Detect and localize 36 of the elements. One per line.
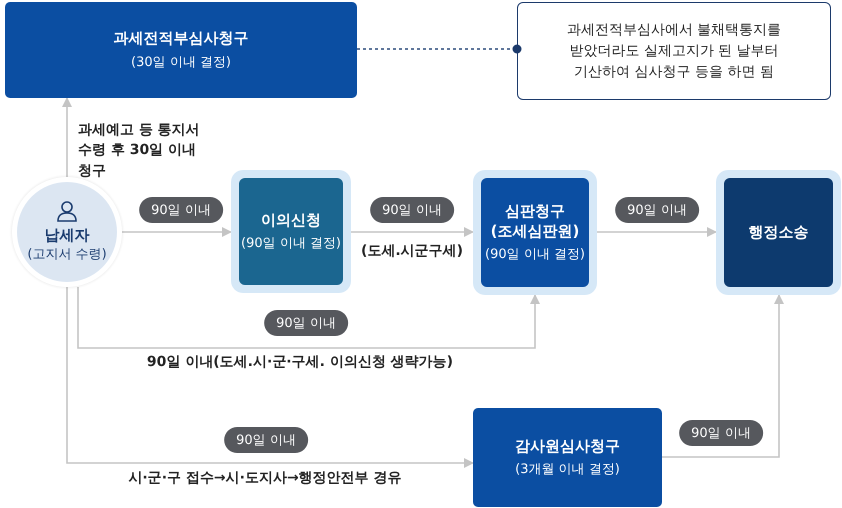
edge-label: 90일 이내	[139, 197, 223, 223]
note-label: 시·군·구 접수→시·도지사→행정안전부 경유	[128, 469, 402, 487]
box-title: 납세자	[44, 224, 90, 246]
box-title: 행정소송	[748, 222, 808, 243]
highlight-frame	[716, 170, 841, 295]
note-text: 과세전적부심사에서 불채택통지를 받았더라도 실제고지가 된 날부터 기산하여 심사청구 등을 하면 됨	[566, 20, 782, 82]
arrow	[62, 97, 72, 177]
edge-label: 90일 이내	[224, 427, 308, 453]
edge-label: 90일 이내	[264, 310, 348, 336]
highlight-frame	[473, 170, 597, 295]
box-subtitle: (90일 이내 결정)	[241, 236, 341, 254]
arrow	[122, 227, 232, 237]
edge-label: 90일 이내	[679, 420, 763, 446]
process-box	[473, 408, 662, 507]
arrow	[597, 227, 717, 237]
edge-label: 90일 이내	[615, 197, 699, 223]
box-title: 과세전적부심사청구	[114, 28, 248, 49]
box-subtitle: (고지서 수령)	[27, 247, 107, 264]
edge-label: 과세예고 등 통지서 수령 후 30일 이내 청구	[78, 121, 201, 181]
arrow	[351, 227, 474, 237]
highlight-frame	[231, 170, 351, 293]
dotted-connector	[357, 44, 522, 54]
arrow	[662, 294, 784, 458]
box-subtitle: (30일 이내 결정)	[131, 54, 231, 72]
box-subtitle: (90일 이내 결정)	[485, 247, 585, 264]
arrow	[77, 287, 540, 349]
arrow	[66, 287, 474, 468]
box-title: 심판청구 (조세심판원)	[490, 200, 580, 242]
note-label: (도세.시군구세)	[360, 242, 464, 260]
note-box	[517, 2, 831, 100]
box-title: 감사원심사청구	[515, 436, 620, 456]
box-title: 이의신청	[261, 210, 321, 230]
process-box	[5, 2, 357, 98]
box-subtitle: (3개월 이내 결정)	[515, 462, 620, 480]
edge-label: 90일 이내	[370, 197, 454, 223]
note-label: 90일 이내(도세.시·군·구세. 이의신청 생략가능)	[146, 353, 454, 371]
